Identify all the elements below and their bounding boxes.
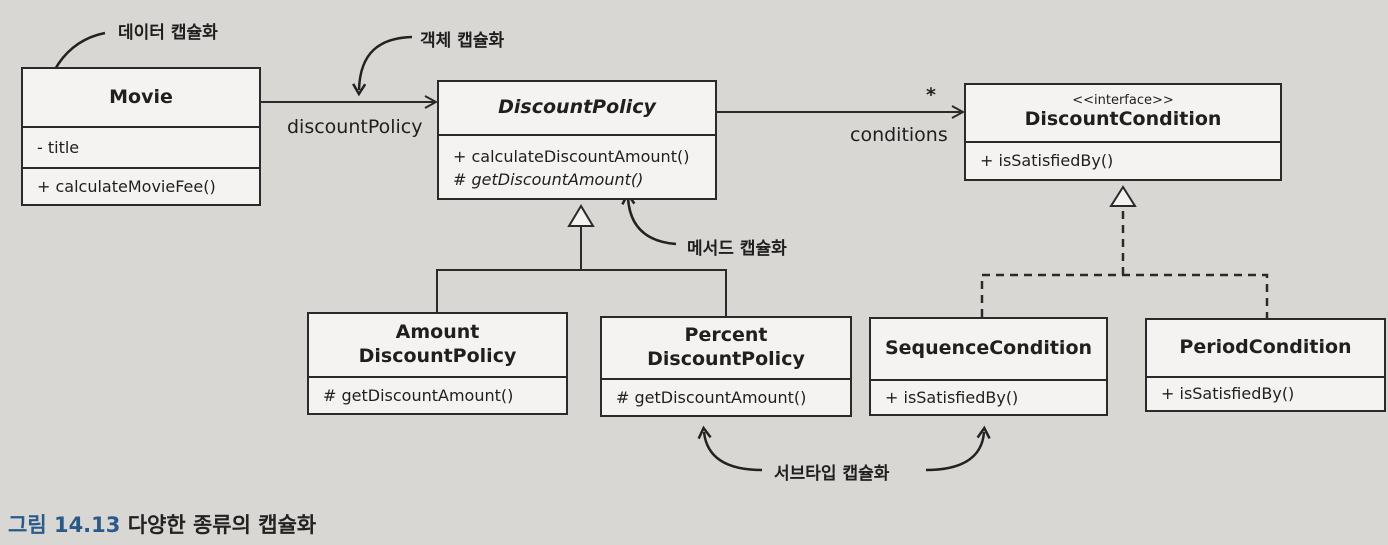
figure-title: 다양한 종류의 캡슐화	[127, 513, 317, 537]
class-amount-discount-policy: Amount DiscountPolicy # getDiscountAmoun…	[307, 312, 568, 415]
object-encapsulation-arrow	[352, 35, 413, 97]
role-discount-policy: discountPolicy	[287, 116, 423, 138]
class-sequence-condition: SequenceCondition + isSatisfiedBy()	[869, 317, 1108, 416]
class-name-block: <<interface>> DiscountCondition	[966, 85, 1280, 141]
class-movie: Movie - title + calculateMovieFee()	[21, 67, 261, 206]
class-operations: + calculateDiscountAmount() # getDiscoun…	[439, 134, 715, 198]
class-name: DiscountCondition	[1024, 108, 1222, 131]
class-name: DiscountPolicy	[498, 96, 656, 119]
class-operation: + calculateMovieFee()	[23, 167, 259, 204]
annotation-subtype-encapsulation: 서브타입 캡슐화	[774, 464, 890, 484]
class-name-line2: DiscountPolicy	[647, 348, 805, 370]
operation-calculate-discount-amount: + calculateDiscountAmount()	[453, 146, 690, 166]
annotation-object-encapsulation: 객체 캡슐화	[420, 31, 505, 51]
class-discount-condition: <<interface>> DiscountCondition + isSati…	[964, 83, 1282, 181]
class-percent-discount-policy: Percent DiscountPolicy # getDiscountAmou…	[600, 316, 852, 417]
class-name-block: Percent DiscountPolicy	[602, 318, 850, 378]
subtype-encapsulation-arrow-left	[697, 425, 763, 472]
class-name: Movie	[109, 85, 173, 108]
class-name-line1: Percent	[684, 324, 768, 347]
condition-realization-tree	[980, 273, 1269, 318]
class-operation: # getDiscountAmount()	[602, 378, 850, 415]
class-operation: + isSatisfiedBy()	[871, 379, 1106, 414]
class-name-block: Amount DiscountPolicy	[309, 314, 566, 376]
class-operation: + isSatisfiedBy()	[1147, 376, 1384, 410]
class-attribute: - title	[23, 126, 259, 167]
class-name-line2: DiscountPolicy	[358, 345, 517, 367]
annotation-method-encapsulation: 메서드 캡슐화	[687, 239, 787, 259]
operation-get-discount-amount: # getDiscountAmount()	[453, 170, 644, 189]
multiplicity-many: *	[926, 84, 936, 106]
class-name: PeriodCondition	[1179, 336, 1352, 359]
role-conditions: conditions	[850, 124, 948, 146]
subtype-encapsulation-arrow-right	[925, 425, 991, 472]
class-operation: # getDiscountAmount()	[309, 376, 566, 413]
class-name: SequenceCondition	[884, 337, 1093, 360]
condition-realization-triangle	[1109, 185, 1137, 207]
figure-number: 그림 14.13	[8, 513, 121, 537]
class-operation: + isSatisfiedBy()	[966, 141, 1280, 179]
annotation-data-encapsulation: 데이터 캡슐화	[118, 23, 218, 43]
figure-caption: 그림 14.13 다양한 종류의 캡슐화	[8, 509, 316, 539]
interface-stereotype: <<interface>>	[1072, 92, 1174, 108]
policy-inheritance-tree	[436, 269, 727, 316]
policy-inheritance-triangle	[567, 204, 595, 227]
class-period-condition: PeriodCondition + isSatisfiedBy()	[1145, 318, 1386, 412]
class-discount-policy: DiscountPolicy + calculateDiscountAmount…	[437, 80, 717, 200]
method-encapsulation-arrow	[621, 191, 677, 246]
class-name-line1: Amount	[395, 321, 480, 344]
